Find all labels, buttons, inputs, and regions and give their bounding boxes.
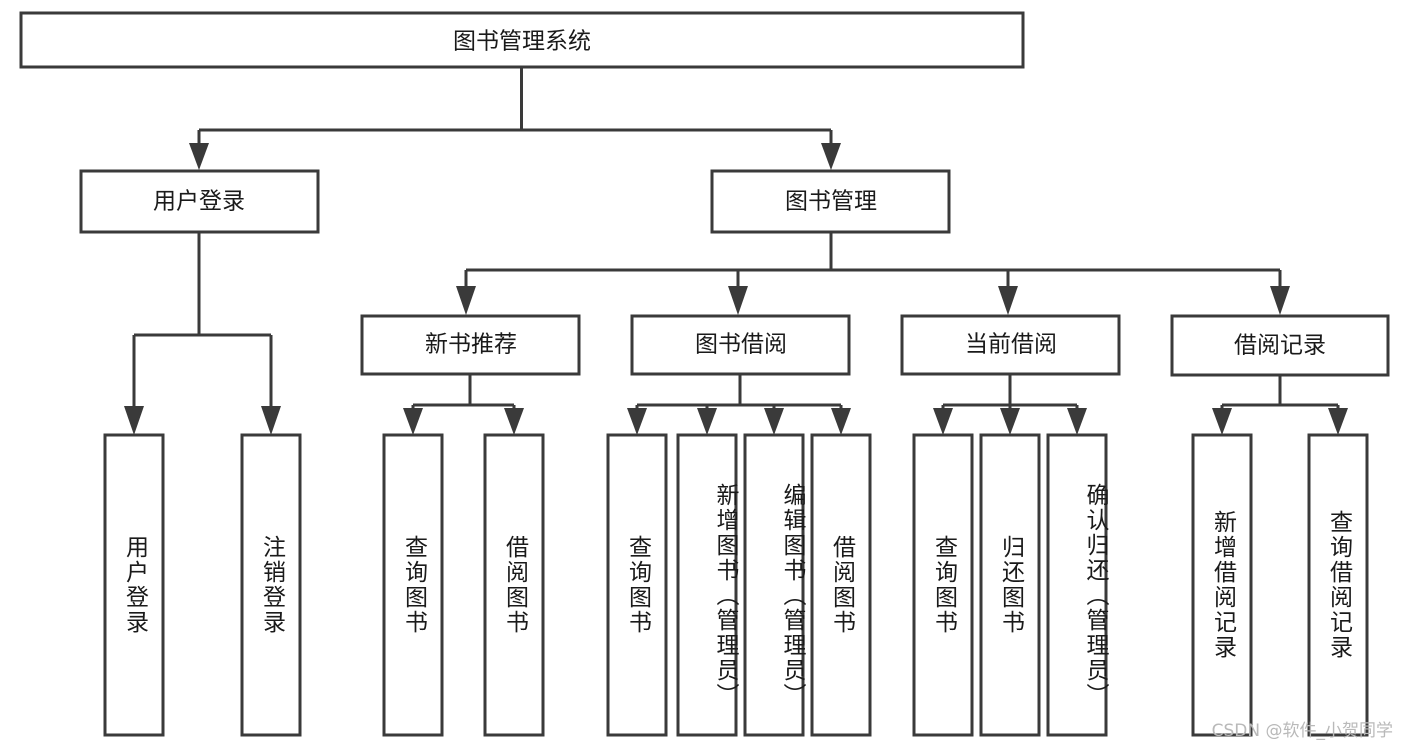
node-current-borrow-label: 当前借阅 <box>965 332 1057 358</box>
node-book-manage[interactable]: 图书管理 <box>710 169 951 234</box>
arrow-user-login-leaf-2 <box>261 406 281 435</box>
connector-group-current-borrow <box>933 374 1087 435</box>
leaf-box-current-borrow-1[interactable] <box>912 433 974 737</box>
node-book-borrow[interactable]: 图书借阅 <box>630 314 851 376</box>
node-root[interactable]: 图书管理系统 <box>19 11 1025 69</box>
node-user-login-box[interactable] <box>79 169 320 234</box>
node-user-login[interactable]: 用户登录 <box>79 169 320 234</box>
node-current-borrow-box[interactable] <box>900 314 1121 376</box>
leaf-box-borrow-record-1[interactable] <box>1191 433 1253 737</box>
arrow-to-book-borrow <box>728 286 748 315</box>
arrow-new-book-leaf-1 <box>403 408 423 435</box>
leaf-box-user-login-1[interactable] <box>103 433 165 737</box>
leaf-box-current-borrow-3[interactable] <box>1046 433 1108 737</box>
node-new-book-box[interactable] <box>360 314 581 376</box>
arrow-user-login-leaf-1 <box>124 406 144 435</box>
arrow-to-book-manage <box>821 143 841 170</box>
arrow-book-borrow-leaf-4 <box>831 408 851 435</box>
arrow-current-borrow-leaf-3 <box>1067 408 1087 435</box>
leaf-box-current-borrow-2[interactable] <box>979 433 1041 737</box>
arrow-to-borrow-record <box>1270 286 1290 315</box>
arrow-book-borrow-leaf-1 <box>627 408 647 435</box>
node-borrow-record[interactable]: 借阅记录 <box>1170 314 1390 377</box>
arrow-book-borrow-leaf-3 <box>764 408 784 435</box>
arrow-to-new-book <box>456 286 476 315</box>
node-new-book-label: 新书推荐 <box>425 332 517 358</box>
arrow-current-borrow-leaf-2 <box>1000 408 1020 435</box>
connector-group-book-manage <box>456 232 1290 315</box>
node-book-borrow-label: 图书借阅 <box>695 332 787 358</box>
arrow-borrow-record-leaf-2 <box>1328 408 1348 435</box>
node-book-manage-label: 图书管理 <box>785 189 877 215</box>
connector-group-borrow-record <box>1212 375 1348 435</box>
leaf-box-book-borrow-3[interactable] <box>743 433 805 737</box>
leaf-box-book-borrow-2[interactable] <box>676 433 738 737</box>
leaf-box-user-login-2[interactable] <box>240 433 302 737</box>
node-book-borrow-box[interactable] <box>630 314 851 376</box>
connector-group-book-borrow <box>627 374 851 435</box>
node-current-borrow[interactable]: 当前借阅 <box>900 314 1121 376</box>
node-borrow-record-box[interactable] <box>1170 314 1390 377</box>
leaf-box-book-borrow-4[interactable] <box>810 433 872 737</box>
node-root-label: 图书管理系统 <box>453 29 591 55</box>
connector-group-new-book <box>403 374 524 435</box>
arrow-to-current-borrow <box>998 286 1018 315</box>
leaf-box-borrow-record-2[interactable] <box>1307 433 1369 737</box>
node-root-box[interactable] <box>19 11 1025 69</box>
arrow-new-book-leaf-2 <box>504 408 524 435</box>
node-user-login-label: 用户登录 <box>153 189 245 215</box>
leaf-box-new-book-1[interactable] <box>382 433 444 737</box>
leaf-box-new-book-2[interactable] <box>483 433 545 737</box>
arrow-to-user-login <box>189 143 209 170</box>
connector-group-root <box>189 67 841 170</box>
arrow-borrow-record-leaf-1 <box>1212 408 1232 435</box>
csdn-watermark: CSDN @软件_小贺同学 <box>1211 721 1393 741</box>
node-new-book[interactable]: 新书推荐 <box>360 314 581 376</box>
connector-group-user-login <box>124 232 281 435</box>
node-borrow-record-label: 借阅记录 <box>1234 333 1326 359</box>
arrow-book-borrow-leaf-2 <box>697 408 717 435</box>
leaf-box-book-borrow-1[interactable] <box>606 433 668 737</box>
arrow-current-borrow-leaf-1 <box>933 408 953 435</box>
node-book-manage-box[interactable] <box>710 169 951 234</box>
